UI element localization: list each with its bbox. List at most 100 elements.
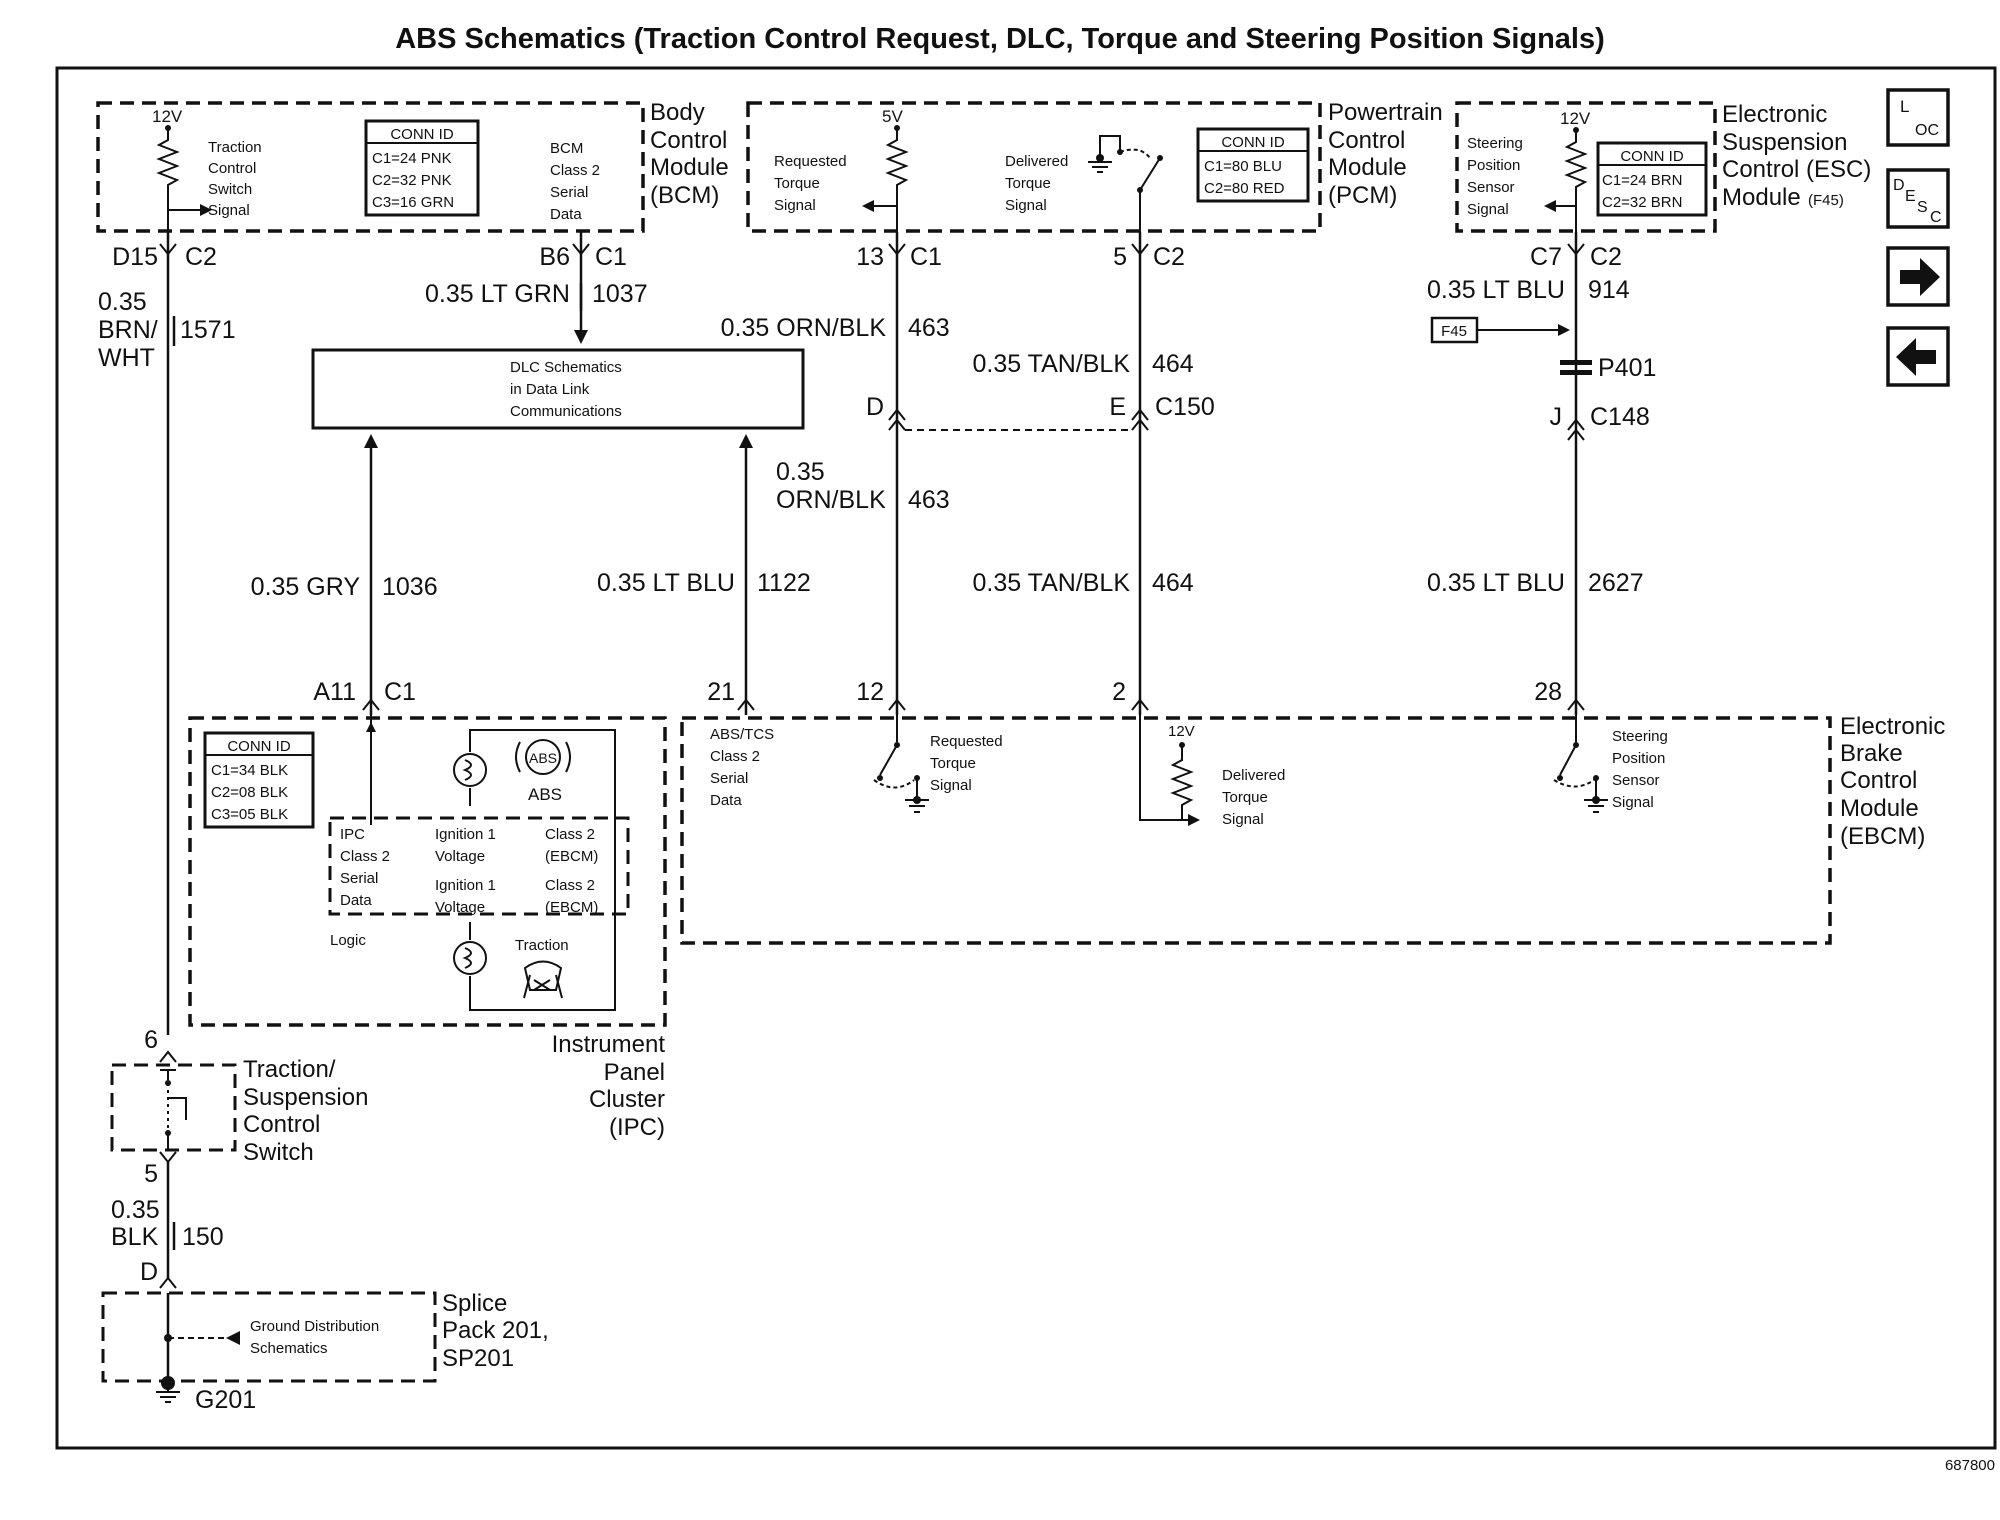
ipc-name: Instrument Panel Cluster (IPC) xyxy=(552,1031,666,1141)
svg-text:Torque: Torque xyxy=(774,175,820,192)
svg-text:C2: C2 xyxy=(1153,243,1185,271)
svg-text:464: 464 xyxy=(1152,350,1194,378)
wire-150: 0.35 BLK 150 D xyxy=(111,1162,224,1289)
desc-e-text: E xyxy=(1905,188,1916,205)
ebcm-delivered-arrow-icon xyxy=(1188,814,1200,826)
svg-text:A11: A11 xyxy=(313,678,356,706)
pcm-requested-label: Requested Torque Signal xyxy=(774,153,847,214)
svg-text:Data: Data xyxy=(340,892,372,909)
svg-text:WHT: WHT xyxy=(98,344,155,372)
svg-text:Splice: Splice xyxy=(442,1290,507,1317)
svg-text:Switch: Switch xyxy=(243,1139,314,1166)
svg-text:2627: 2627 xyxy=(1588,569,1644,597)
ground-g201-icon xyxy=(156,1376,180,1403)
ipc-logic-label: Logic xyxy=(330,932,366,949)
wire-1037-arrow-icon xyxy=(574,330,588,344)
esc-outline xyxy=(1455,101,1717,233)
svg-text:C7: C7 xyxy=(1530,243,1562,271)
traction-suspension-switch: 6 5 Traction/ Suspension Control Switch xyxy=(110,1026,368,1188)
svg-text:C1=80 BLU: C1=80 BLU xyxy=(1204,158,1282,175)
svg-text:5: 5 xyxy=(1113,243,1127,271)
ground-distribution-link[interactable]: Ground Distribution Schematics xyxy=(250,1318,379,1357)
svg-text:Class 2: Class 2 xyxy=(710,748,760,765)
esc-signal-arrow-icon xyxy=(1544,200,1556,212)
svg-text:C150: C150 xyxy=(1155,393,1215,421)
svg-text:Signal: Signal xyxy=(930,777,972,794)
svg-text:21: 21 xyxy=(707,678,735,706)
svg-text:5: 5 xyxy=(144,1160,158,1188)
ipc-logic-box xyxy=(328,816,630,916)
ebcm-name: Electronic Brake Control Module (EBCM) xyxy=(1840,713,1945,850)
ground-g201-label: G201 xyxy=(195,1386,256,1414)
svg-text:Class 2: Class 2 xyxy=(545,826,595,843)
svg-text:0.35 LT BLU: 0.35 LT BLU xyxy=(597,569,735,597)
svg-text:Torque: Torque xyxy=(1005,175,1051,192)
wire-1037: B6 C1 0.35 LT GRN 1037 xyxy=(425,232,648,344)
svg-text:C1=24 BRN: C1=24 BRN xyxy=(1602,172,1682,189)
location-button[interactable]: L OC xyxy=(1886,88,1950,147)
dlc-schematics-link[interactable]: DLC Schematics in Data Link Communicatio… xyxy=(311,348,805,430)
f45-reference-link[interactable]: F45 xyxy=(1430,316,1479,344)
svg-text:Panel: Panel xyxy=(604,1059,665,1086)
wire-914-2627: C7 C2 0.35 LT BLU 914 F45 P401 J C148 0.… xyxy=(1427,232,1656,715)
pcm-outline xyxy=(746,101,1322,233)
outer-frame xyxy=(55,66,1997,1450)
ebcm-steering-label: Steering Position Sensor Signal xyxy=(1612,728,1668,811)
traction-indicator-bulb-icon xyxy=(453,922,487,1000)
svg-text:(PCM): (PCM) xyxy=(1328,182,1397,209)
abs-indicator-bulb-icon xyxy=(453,742,487,806)
splice-pack-sp201: Ground Distribution Schematics Splice Pa… xyxy=(101,1290,549,1414)
dlc-text-2: in Data Link xyxy=(510,381,590,398)
svg-text:0.35 GRY: 0.35 GRY xyxy=(251,573,361,601)
svg-text:Torque: Torque xyxy=(1222,789,1268,806)
svg-text:Control: Control xyxy=(1840,767,1917,794)
svg-text:Cluster: Cluster xyxy=(589,1086,665,1113)
svg-text:IPC: IPC xyxy=(340,826,365,843)
bcm-switch-label: Traction Control Switch Signal xyxy=(208,139,262,219)
svg-text:(BCM): (BCM) xyxy=(650,182,719,209)
svg-text:Suspension: Suspension xyxy=(1722,129,1847,156)
svg-text:Module: Module xyxy=(1840,795,1919,822)
svg-text:D: D xyxy=(866,393,884,421)
desc-c-text: C xyxy=(1930,209,1942,226)
desc-d-text: D xyxy=(1893,177,1905,194)
pcm-name: Powertrain Control Module (PCM) xyxy=(1328,99,1443,209)
svg-text:Steering: Steering xyxy=(1467,135,1523,152)
svg-text:Voltage: Voltage xyxy=(435,848,485,865)
svg-text:C3=05 BLK: C3=05 BLK xyxy=(211,806,288,823)
svg-text:Module: Module xyxy=(1722,184,1801,211)
previous-page-button[interactable] xyxy=(1886,326,1950,387)
esc-voltage: 12V xyxy=(1560,109,1591,128)
svg-text:P401: P401 xyxy=(1598,354,1656,382)
svg-text:2: 2 xyxy=(1112,678,1126,706)
svg-text:C148: C148 xyxy=(1590,403,1650,431)
svg-text:Control (ESC): Control (ESC) xyxy=(1722,156,1871,183)
svg-text:Serial: Serial xyxy=(710,770,748,787)
svg-text:D: D xyxy=(140,1258,158,1286)
next-page-button[interactable] xyxy=(1886,246,1950,307)
ebcm-module: ABS/TCS Class 2 Serial Data Requested To… xyxy=(680,713,1945,945)
bcm-serial-label: BCM Class 2 Serial Data xyxy=(550,140,600,223)
pcm-voltage: 5V xyxy=(882,107,903,126)
svg-text:463: 463 xyxy=(908,314,950,342)
svg-text:12: 12 xyxy=(856,678,884,706)
svg-text:0.35 TAN/BLK: 0.35 TAN/BLK xyxy=(973,569,1131,597)
dlc-text-1: DLC Schematics xyxy=(510,359,622,376)
wire-1036-arrow-icon xyxy=(364,434,378,448)
description-button[interactable]: D E S C xyxy=(1886,168,1950,229)
f45-ref-text: F45 xyxy=(1441,323,1467,340)
diagram-title: ABS Schematics (Traction Control Request… xyxy=(395,23,1605,55)
svg-text:Delivered: Delivered xyxy=(1222,767,1285,784)
traction-warning-icon xyxy=(523,960,563,999)
svg-text:Traction/: Traction/ xyxy=(243,1056,336,1083)
svg-text:Class 2: Class 2 xyxy=(340,848,390,865)
svg-text:Module: Module xyxy=(650,154,729,181)
ipc-logic-col-2: Ignition 1 Voltage Ignition 1 Voltage xyxy=(435,826,496,916)
svg-text:Delivered: Delivered xyxy=(1005,153,1068,170)
svg-text:C2=08 BLK: C2=08 BLK xyxy=(211,784,288,801)
loc-oc-text: OC xyxy=(1915,122,1939,139)
svg-text:Class 2: Class 2 xyxy=(550,162,600,179)
svg-text:Class 2: Class 2 xyxy=(545,877,595,894)
svg-text:Pack 201,: Pack 201, xyxy=(442,1317,549,1344)
